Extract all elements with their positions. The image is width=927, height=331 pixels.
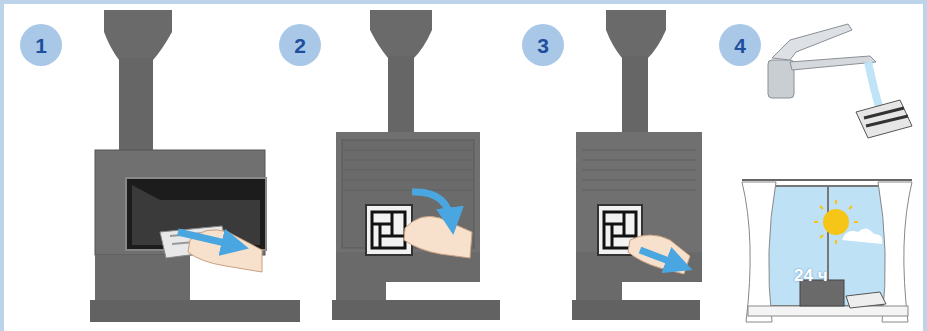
faucet [768,24,912,138]
step-number-circle: 2 [279,24,321,66]
station-3 [572,10,702,320]
station-1 [90,10,300,322]
step-number: 1 [35,35,47,56]
station-2 [332,10,500,320]
step-number: 4 [734,35,746,56]
window [742,180,912,322]
step-number-circle: 4 [719,24,761,66]
step-number-circle: 1 [20,24,62,66]
drying-time-label: 24 ч [794,266,828,286]
step-number: 2 [294,35,306,56]
step-number-circle: 3 [522,24,564,66]
step-number: 3 [537,35,549,56]
